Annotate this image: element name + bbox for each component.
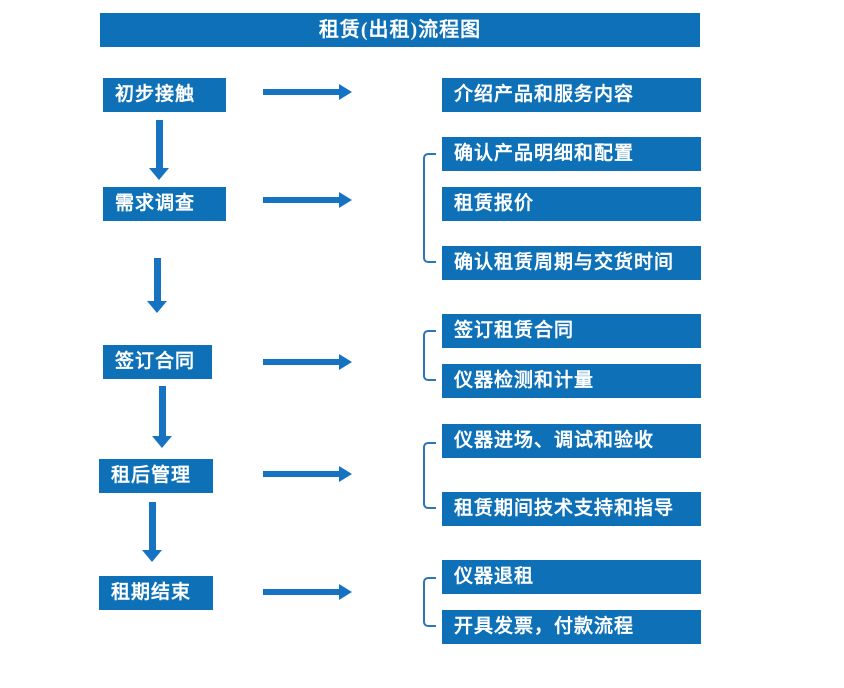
detail-box-instrument-setup: 仪器进场、调试和验收: [442, 424, 701, 458]
detail-box-rental-quote: 租赁报价: [442, 187, 701, 221]
arrow-right-icon: [263, 84, 352, 100]
bracket: [423, 153, 436, 263]
stage-box-sign-contract: 签订合同: [103, 345, 212, 379]
detail-box-technical-support: 租赁期间技术支持和指导: [442, 492, 701, 526]
arrow-down-icon: [149, 120, 169, 180]
arrow-right-icon: [263, 192, 352, 208]
stage-box-demand-survey: 需求调查: [103, 187, 226, 221]
stage-box-rental-end: 租期结束: [99, 576, 213, 610]
arrow-right-icon: [263, 354, 352, 370]
page-title: 租赁(出租)流程图: [318, 19, 482, 41]
detail-box-instrument-testing: 仪器检测和计量: [442, 364, 701, 398]
arrow-down-icon: [152, 386, 172, 448]
detail-box-confirm-rental-period: 确认租赁周期与交货时间: [442, 246, 701, 280]
detail-box-sign-rental-contract: 签订租赁合同: [442, 314, 701, 348]
arrow-down-icon: [142, 502, 162, 562]
detail-box-instrument-return: 仪器退租: [442, 560, 701, 594]
arrow-down-icon: [147, 258, 167, 313]
detail-box-introduce-products: 介绍产品和服务内容: [442, 78, 701, 112]
detail-box-invoice-payment: 开具发票，付款流程: [442, 610, 701, 644]
flowchart-title-bar: 租赁(出租)流程图: [100, 13, 700, 47]
arrow-right-icon: [263, 584, 352, 600]
bracket: [423, 442, 436, 509]
bracket: [423, 330, 436, 381]
stage-box-initial-contact: 初步接触: [103, 78, 226, 112]
arrow-right-icon: [263, 466, 352, 482]
stage-box-post-rental-management: 租后管理: [99, 459, 213, 493]
bracket: [423, 577, 436, 627]
detail-box-confirm-product-details: 确认产品明细和配置: [442, 137, 701, 171]
